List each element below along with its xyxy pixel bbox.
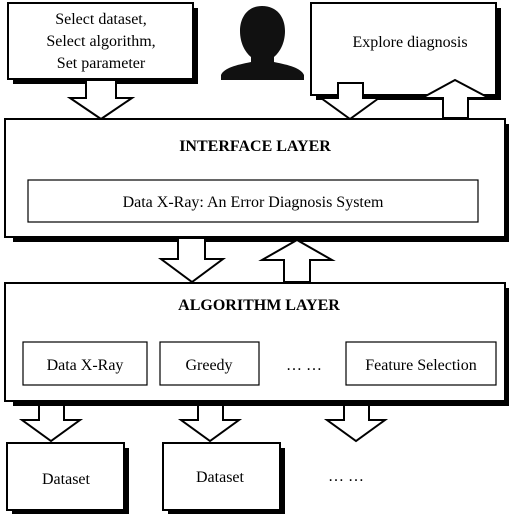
algorithm-ellipsis: … … (286, 357, 322, 374)
dataset-box: Dataset (162, 442, 285, 514)
interface-layer-title: INTERFACE LAYER (179, 138, 331, 155)
dataset-box: Dataset (6, 442, 129, 514)
down-arrow-icon (18, 404, 84, 443)
input-line-set-parameter: Set parameter (57, 55, 146, 72)
dataset-label: Dataset (42, 471, 91, 488)
explore-diagnosis-label: Explore diagnosis (352, 34, 467, 51)
interface-layer: INTERFACE LAYER Data X-Ray: An Error Dia… (4, 118, 509, 242)
person-silhouette-icon (221, 6, 304, 80)
algorithm-box-greedy (159, 341, 260, 386)
down-arrow-icon (66, 79, 136, 121)
algorithm-box-data-xray (22, 341, 148, 386)
up-arrow-icon (258, 238, 336, 283)
system-box (27, 179, 479, 223)
input-line-select-dataset: Select dataset, (55, 11, 147, 28)
down-arrow-icon (317, 82, 383, 121)
explore-diagnosis-box: Explore diagnosis (310, 2, 501, 100)
algorithm-layer-title: ALGORITHM LAYER (178, 297, 340, 314)
algorithm-label: Feature Selection (365, 357, 477, 374)
dataset-label: Dataset (196, 469, 245, 486)
algorithm-label: Greedy (185, 357, 232, 374)
input-line-select-algorithm: Select algorithm, (46, 33, 155, 50)
algorithm-box-feature-selection (345, 341, 497, 386)
system-label: Data X-Ray: An Error Diagnosis System (123, 194, 384, 211)
algorithm-layer: ALGORITHM LAYER Data X-Ray Greedy … … Fe… (4, 282, 509, 406)
input-box: Select dataset, Select algorithm, Set pa… (7, 2, 198, 84)
up-arrow-icon (421, 78, 490, 119)
down-arrow-icon (323, 404, 389, 443)
down-arrow-icon (157, 237, 227, 284)
algorithm-label: Data X-Ray (47, 357, 124, 374)
down-arrow-icon (177, 404, 243, 443)
dataset-ellipsis: … … (328, 468, 364, 485)
